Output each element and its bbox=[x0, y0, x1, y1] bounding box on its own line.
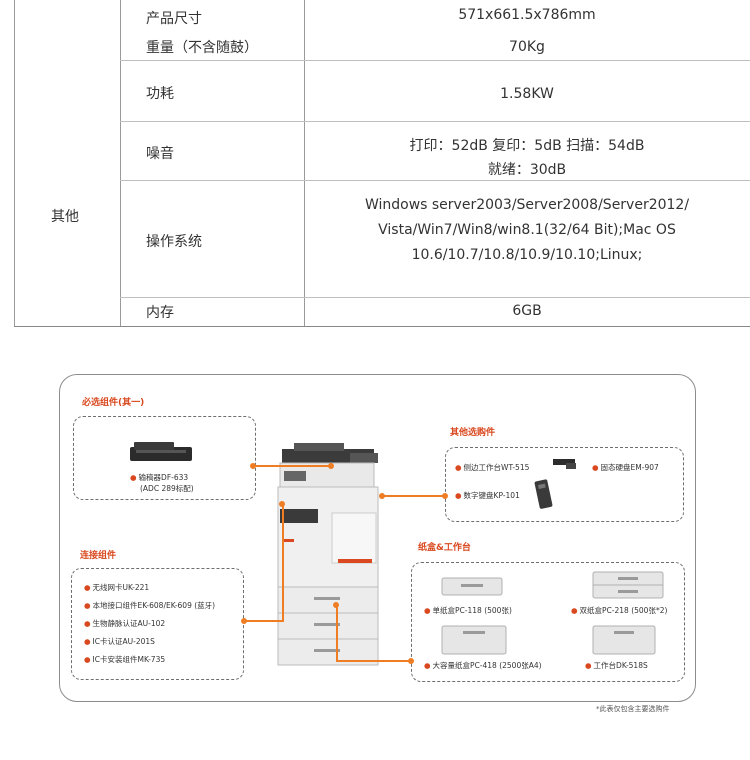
bullet-icon: ● bbox=[455, 491, 462, 500]
connect-item-vein-auth: ●生物静脉认证AU-102 bbox=[84, 619, 166, 628]
paper-item-pc418: ●大容量纸盒PC-418 (2500张A4) bbox=[424, 661, 542, 670]
connector-dot bbox=[279, 501, 285, 507]
table-border-left bbox=[14, 0, 15, 327]
bullet-icon: ● bbox=[84, 637, 91, 646]
value-os-1: Windows server2003/Server2008/Server2012… bbox=[364, 197, 690, 213]
document-feeder-image bbox=[130, 442, 192, 461]
bullet-icon: ● bbox=[84, 619, 91, 628]
label-os: 操作系统 bbox=[146, 234, 202, 250]
bullet-icon: ● bbox=[84, 583, 91, 592]
table-divider-group bbox=[120, 0, 121, 327]
connector-dot bbox=[333, 602, 339, 608]
printer-image bbox=[277, 443, 379, 666]
label-weight: 重量（不含随鼓） bbox=[146, 40, 258, 56]
row-divider bbox=[120, 60, 750, 61]
connector-dot bbox=[241, 618, 247, 624]
connector-dot bbox=[408, 658, 414, 664]
value-os-3: 10.6/10.7/10.8/10.9/10.10;Linux; bbox=[411, 247, 643, 263]
connector-connect-v bbox=[282, 503, 284, 621]
bullet-icon: ● bbox=[424, 606, 431, 615]
connector-dot bbox=[442, 493, 448, 499]
connector-required bbox=[253, 465, 329, 467]
label-power: 功耗 bbox=[146, 86, 174, 102]
paper-box bbox=[411, 562, 685, 682]
paper-tray-double-image bbox=[592, 571, 664, 599]
bullet-icon: ● bbox=[84, 601, 91, 610]
row-divider bbox=[120, 121, 750, 122]
value-weight: 70Kg bbox=[509, 39, 545, 55]
label-size: 产品尺寸 bbox=[146, 11, 202, 27]
keypad-image bbox=[534, 479, 553, 509]
connect-section-title: 连接组件 bbox=[80, 551, 117, 561]
paper-item-dk518s: ●工作台DK-518S bbox=[585, 661, 648, 670]
options-diagram: 必选组件(其一) ●输稿器DF-633 (ADC 289标配) 其他选购件 ●侧… bbox=[59, 374, 696, 702]
value-noise-1: 打印：52dB 复印：5dB 扫描：54dB bbox=[409, 138, 645, 154]
value-power: 1.58KW bbox=[500, 86, 554, 102]
option-side-table: ●侧边工作台WT-515 bbox=[455, 463, 530, 472]
connector-other-options bbox=[382, 495, 444, 497]
connector-dot bbox=[328, 463, 334, 469]
row-divider bbox=[120, 180, 750, 181]
group-label: 其他 bbox=[51, 209, 79, 225]
bullet-icon: ● bbox=[130, 473, 137, 482]
value-size: 571x661.5x786mm bbox=[458, 7, 596, 23]
paper-item-pc218: ●双纸盒PC-218 (500张*2) bbox=[571, 606, 668, 615]
required-item-feeder: ●输稿器DF-633 bbox=[130, 473, 189, 482]
bullet-icon: ● bbox=[424, 661, 431, 670]
connector-paper-v bbox=[336, 605, 338, 662]
bullet-icon: ● bbox=[455, 463, 462, 472]
option-ssd: ●固态硬盘EM-907 bbox=[592, 463, 659, 472]
connect-item-ic-mount: ●IC卡安装组件MK-735 bbox=[84, 655, 166, 664]
connector-connect-h bbox=[244, 620, 284, 622]
table-border-bottom bbox=[14, 326, 750, 327]
other-options-box bbox=[445, 447, 684, 522]
side-table-image bbox=[553, 459, 576, 469]
bullet-icon: ● bbox=[571, 606, 578, 615]
spec-table: 其他 产品尺寸 重量（不含随鼓） 571x661.5x786mm 70Kg 功耗… bbox=[14, 0, 750, 327]
work-table-image bbox=[592, 625, 656, 655]
bullet-icon: ● bbox=[84, 655, 91, 664]
connect-item-wireless: ●无线网卡UK-221 bbox=[84, 583, 150, 592]
connect-item-ic-auth: ●IC卡认证AU-201S bbox=[84, 637, 155, 646]
connect-box bbox=[71, 568, 244, 680]
bullet-icon: ● bbox=[585, 661, 592, 670]
connector-dot bbox=[379, 493, 385, 499]
table-divider-label bbox=[304, 0, 305, 327]
value-memory: 6GB bbox=[512, 303, 542, 319]
required-section-title: 必选组件(其一) bbox=[82, 398, 145, 408]
paper-tray-large-image bbox=[441, 625, 507, 655]
connector-dot bbox=[250, 463, 256, 469]
required-box bbox=[73, 416, 256, 500]
connect-item-interface: ●本地接口组件EK-608/EK-609 (蓝牙) bbox=[84, 601, 216, 610]
label-memory: 内存 bbox=[146, 305, 174, 321]
other-options-title: 其他选购件 bbox=[450, 428, 496, 438]
value-os-2: Vista/Win7/Win8/win8.1(32/64 Bit);Mac OS bbox=[378, 222, 676, 238]
paper-section-title: 纸盒&工作台 bbox=[418, 543, 471, 553]
paper-tray-single-image bbox=[441, 577, 503, 596]
footnote: *此表仅包含主要选购件 bbox=[596, 705, 670, 713]
label-noise: 噪音 bbox=[146, 146, 174, 162]
connector-paper-h bbox=[336, 660, 410, 662]
row-divider bbox=[120, 297, 750, 298]
bullet-icon: ● bbox=[592, 463, 599, 472]
required-item-note: (ADC 289标配) bbox=[140, 484, 194, 493]
value-noise-2: 就绪：30dB bbox=[487, 162, 567, 178]
paper-item-pc118: ●单纸盒PC-118 (500张) bbox=[424, 606, 512, 615]
option-keypad: ●数字键盘KP-101 bbox=[455, 491, 520, 500]
